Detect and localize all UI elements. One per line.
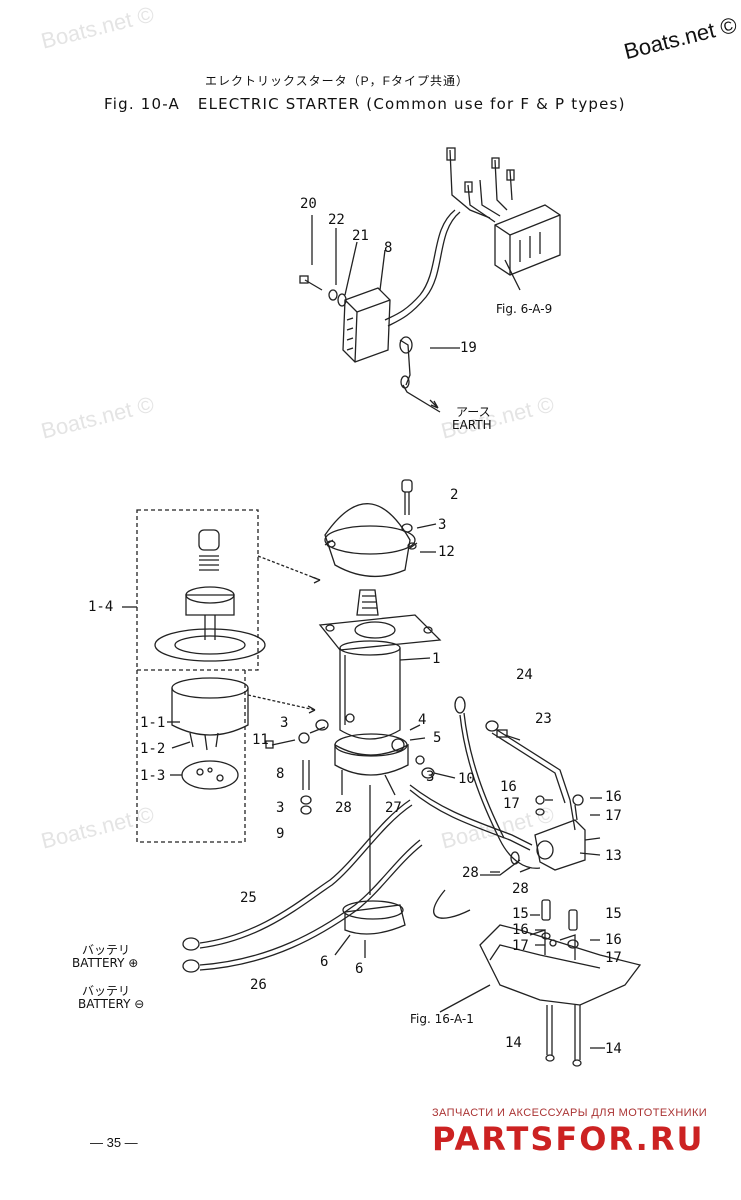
battery-minus-en: BATTERY ⊖ (78, 997, 145, 1011)
rectifier-assembly (299, 147, 561, 413)
part-label: 8 (276, 766, 285, 782)
part-label: 17 (503, 796, 520, 812)
part-label: 13 (605, 848, 622, 864)
part-label: 14 (505, 1035, 522, 1051)
part-label: 4 (418, 712, 427, 728)
part-label: 16 (605, 932, 622, 948)
battery-plus-jp: バッテリ (82, 943, 131, 957)
part-label: 3 (426, 769, 435, 785)
part-label: 28 (462, 865, 479, 881)
starter-motor (122, 479, 456, 895)
part-label: 27 (385, 800, 402, 816)
ref-fig-16a1: Fig. 16-A-1 (410, 1012, 474, 1026)
earth-en: EARTH (452, 418, 492, 432)
part-label: 8 (384, 240, 393, 256)
part-label: 22 (328, 212, 345, 228)
cables (182, 696, 576, 973)
part-label: 23 (535, 711, 552, 727)
part-label: 26 (250, 977, 267, 993)
solenoid (534, 794, 601, 871)
part-label: 20 (300, 196, 317, 212)
part-label: 6 (355, 961, 364, 977)
part-label: 6 (320, 954, 329, 970)
part-label: 25 (240, 890, 257, 906)
part-label: 24 (516, 667, 533, 683)
part-label: 17 (605, 950, 622, 966)
part-label: 1-1 (140, 715, 166, 731)
part-label: 21 (352, 228, 369, 244)
part-label: 16 (500, 779, 517, 795)
part-label: 16 (512, 922, 529, 938)
page-title: Fig. 10-A ELECTRIC STARTER (Common use f… (104, 95, 626, 113)
part-label: 9 (276, 826, 285, 842)
footer-tagline: ЗАПЧАСТИ И АКСЕССУАРЫ ДЛЯ МОТОТЕХНИКИ (432, 1107, 708, 1119)
part-label: 1-4 (88, 599, 114, 615)
part-label: 28 (512, 881, 529, 897)
part-label: 11 (252, 732, 269, 748)
part-label: 3 (276, 800, 285, 816)
part-label: 10 (458, 771, 475, 787)
part-label: 3 (438, 517, 447, 533)
part-label: 15 (605, 906, 622, 922)
part-label: 2 (450, 487, 459, 503)
part-label: 28 (335, 800, 352, 816)
ref-fig-6a9: Fig. 6-A-9 (496, 302, 553, 316)
part-label: 3 (280, 715, 289, 731)
part-label: 16 (605, 789, 622, 805)
page-number: — 35 — (90, 1135, 138, 1150)
part-label: 1 (432, 651, 441, 667)
earth-jp: アース (456, 405, 491, 419)
part-label: 17 (605, 808, 622, 824)
jp-title: エレクトリックスタータ（P，Fタイプ共通） (205, 74, 469, 88)
footer-logo: PARTSFOR.RU (432, 1120, 705, 1158)
part-label: 5 (433, 730, 442, 746)
part-label: 12 (438, 544, 455, 560)
part-label: 1-3 (140, 768, 166, 784)
part-label: 14 (605, 1041, 622, 1057)
battery-minus-jp: バッテリ (82, 984, 131, 998)
bottom-frame (334, 797, 642, 1067)
part-label: 15 (512, 906, 529, 922)
part-label: 17 (512, 938, 529, 954)
battery-plus-en: BATTERY ⊕ (72, 956, 139, 970)
part-label: 1-2 (140, 741, 166, 757)
part-label: 19 (460, 340, 477, 356)
